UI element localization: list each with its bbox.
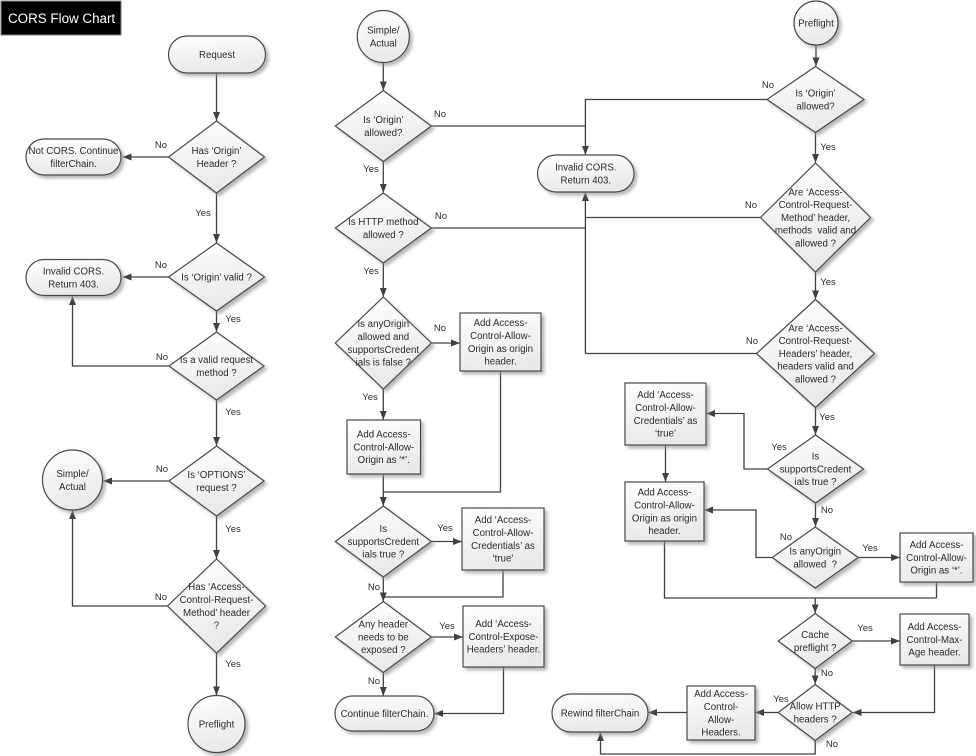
svg-text:Preflight: Preflight [199,719,235,730]
svg-text:Add Access-Control-Allow-Origi: Add Access-Control-Allow-Origin as ‘*’. [353,430,414,467]
svg-text:No: No [762,80,774,91]
svg-text:No: No [821,505,833,516]
svg-text:CORS Flow Chart: CORS Flow Chart [8,11,115,26]
svg-text:Yes: Yes [437,523,453,534]
svg-text:No: No [368,582,380,593]
svg-text:Is ‘Origin’allowed?: Is ‘Origin’allowed? [795,89,835,113]
svg-text:Yes: Yes [225,659,241,670]
svg-text:Yes: Yes [820,277,836,288]
svg-text:Add Access-Control-Max-Age hea: Add Access-Control-Max-Age header. [907,622,963,659]
svg-text:Add Access-Control-Allow-Origi: Add Access-Control-Allow-Origin as ‘*’. [906,540,967,577]
svg-text:Yes: Yes [820,142,836,153]
svg-text:No: No [368,676,380,687]
svg-text:Invalid CORS.Return 403.: Invalid CORS.Return 403. [43,267,104,291]
svg-text:No: No [155,592,167,603]
svg-text:No: No [155,260,167,271]
svg-text:Is ‘Origin’ valid ?: Is ‘Origin’ valid ? [181,272,252,283]
svg-text:Yes: Yes [773,694,789,705]
svg-text:No: No [826,739,838,750]
svg-text:No: No [821,668,833,679]
svg-text:No: No [434,323,446,334]
svg-text:Invalid CORS.Return 403.: Invalid CORS.Return 403. [555,163,616,187]
svg-text:No: No [780,532,792,543]
svg-text:Rewind filterChain: Rewind filterChain [561,708,640,719]
svg-text:No: No [435,211,447,222]
svg-text:Continue filterChain.: Continue filterChain. [341,709,429,720]
svg-text:Simple/Actual: Simple/Actual [56,469,89,493]
svg-text:No: No [155,140,167,151]
svg-text:Add ‘Access-Control-Allow-Cred: Add ‘Access-Control-Allow-Credentials’ a… [471,515,535,564]
svg-text:Yes: Yes [363,266,379,277]
svg-text:Yes: Yes [225,407,241,418]
svg-text:No: No [745,200,757,211]
svg-text:No: No [434,109,446,120]
svg-text:No: No [156,352,168,363]
svg-text:Is ‘Origin’allowed?: Is ‘Origin’allowed? [363,115,403,139]
svg-text:Yes: Yes [363,164,379,175]
svg-text:Yes: Yes [819,412,835,423]
svg-text:Add Access-Control-Allow-Origi: Add Access-Control-Allow-Origin as origi… [468,318,533,367]
svg-text:Has ‘Origin’Header ?: Has ‘Origin’Header ? [191,146,241,170]
svg-text:Yes: Yes [439,621,455,632]
svg-text:Yes: Yes [362,392,378,403]
svg-text:Request: Request [199,50,235,61]
svg-text:Yes: Yes [195,208,211,219]
svg-text:Add ‘Access-Control-Allow-Cred: Add ‘Access-Control-Allow-Credentials’ a… [634,390,698,439]
svg-text:Yes: Yes [225,524,241,535]
svg-text:Add ‘Access-Control-Expose-Hea: Add ‘Access-Control-Expose-Headers’ head… [467,619,540,656]
svg-text:Yes: Yes [857,623,873,634]
svg-text:Preflight: Preflight [798,18,834,29]
svg-text:Are ‘Access-Control-Request-Me: Are ‘Access-Control-Request-Method’ head… [775,187,856,249]
svg-text:Yes: Yes [225,314,241,325]
svg-text:No: No [746,336,758,347]
svg-text:Add Access-Control-Allow-Origi: Add Access-Control-Allow-Origin as origi… [632,488,697,537]
svg-text:Is ‘OPTIONS’request ?: Is ‘OPTIONS’request ? [187,470,245,494]
svg-text:Add Access-Control-Allow-Heade: Add Access-Control-Allow-Headers. [694,689,748,738]
svg-text:No: No [156,464,168,475]
svg-text:Has ‘Access-Control-Request-Me: Has ‘Access-Control-Request-Method’ head… [180,582,254,631]
svg-text:Are ‘Access-Control-Request-He: Are ‘Access-Control-Request-Headers’ hea… [777,323,853,385]
svg-text:Yes: Yes [771,442,787,453]
svg-text:Yes: Yes [862,543,878,554]
svg-text:Simple/Actual: Simple/Actual [367,26,400,50]
